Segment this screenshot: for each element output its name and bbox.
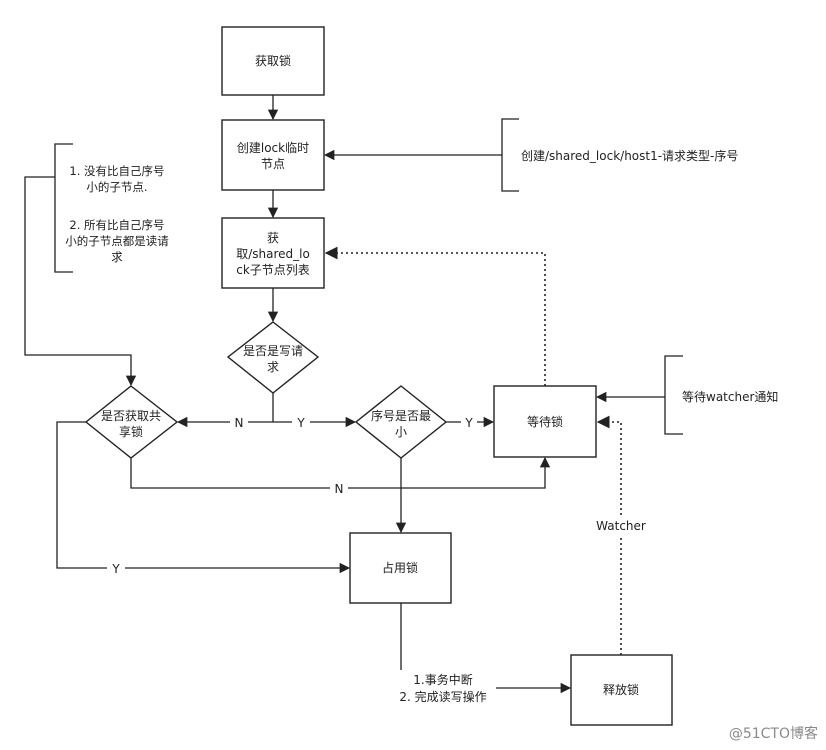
annotation-node-path: 创建/shared_lock/host1-请求类型-序号 [521,148,738,163]
node-create-node-label-1: 创建lock临时 [237,141,309,155]
annotation-release-line-2: 2. 完成读写操作 [399,689,486,704]
edge-label-yes-3: Y [464,416,473,430]
edge-wait-retry-to-get [324,246,546,386]
node-is-shared-label-2: 享锁 [119,424,143,439]
node-release-lock: 释放锁 [570,654,673,726]
node-get-children-label-3: ck子节点列表 [236,263,310,277]
annotation-condition-2-line-1: 2. 所有比自己序号 [69,218,164,232]
node-wait-lock: 等待锁 [493,385,597,458]
edge-label-yes-1: Y [296,416,305,430]
annotation-condition-2-line-2: 小的子节点都是读请 [65,234,169,248]
edge-label-no-1: N [235,416,244,430]
node-get-children: 获 取/shared_lo ck子节点列表 [221,217,325,289]
node-create-node-label-2: 节点 [261,157,285,171]
node-acquire-lock: 获取锁 [221,26,325,96]
node-get-children-label-2: 取/shared_lo [236,247,310,261]
node-acquire-lock-label: 获取锁 [255,53,291,68]
node-seq-min-label-2: 小 [395,425,407,439]
node-seq-is-min: 序号是否最 小 [354,385,448,459]
node-create-node: 创建lock临时 节点 [221,119,325,191]
annotation-condition-1-line-1: 1. 没有比自己序号 [69,164,164,178]
annotation-condition-2-line-3: 求 [111,250,123,264]
node-is-write-request: 是否是写请 求 [226,321,320,394]
edge-label-watcher: Watcher [596,519,646,533]
bracket-conditions [54,143,73,273]
node-is-write-label-1: 是否是写请 [243,344,303,358]
node-occupy-lock-label: 占用锁 [382,560,418,575]
bracket-node-path [501,118,519,192]
node-release-lock-label: 释放锁 [603,682,639,697]
edge-release-watcher-to-wait [596,415,622,655]
watermark: @51CTO博客 [729,725,818,742]
edge-shared-yes-to-occupy [56,421,351,574]
node-is-shared-label-1: 是否获取共 [101,409,161,423]
node-occupy-lock: 占用锁 [349,532,452,604]
node-get-children-label-1: 获 [267,231,279,245]
edge-conditions-to-shared [24,176,137,387]
node-wait-lock-label: 等待锁 [527,414,563,429]
edge-label-no-2: N [335,482,344,496]
annotation-condition-1-line-2: 小的子节点. [86,180,147,194]
node-is-acquire-shared: 是否获取共 享锁 [84,385,179,459]
annotation-wait-watcher: 等待watcher通知 [682,390,778,404]
node-is-write-label-2: 求 [267,360,279,374]
bracket-wait-watcher [664,355,683,435]
annotation-release-line-1: 1.事务中断 [413,672,472,687]
edge-label-yes-2: Y [111,562,120,576]
node-seq-min-label-1: 序号是否最 [371,408,431,423]
